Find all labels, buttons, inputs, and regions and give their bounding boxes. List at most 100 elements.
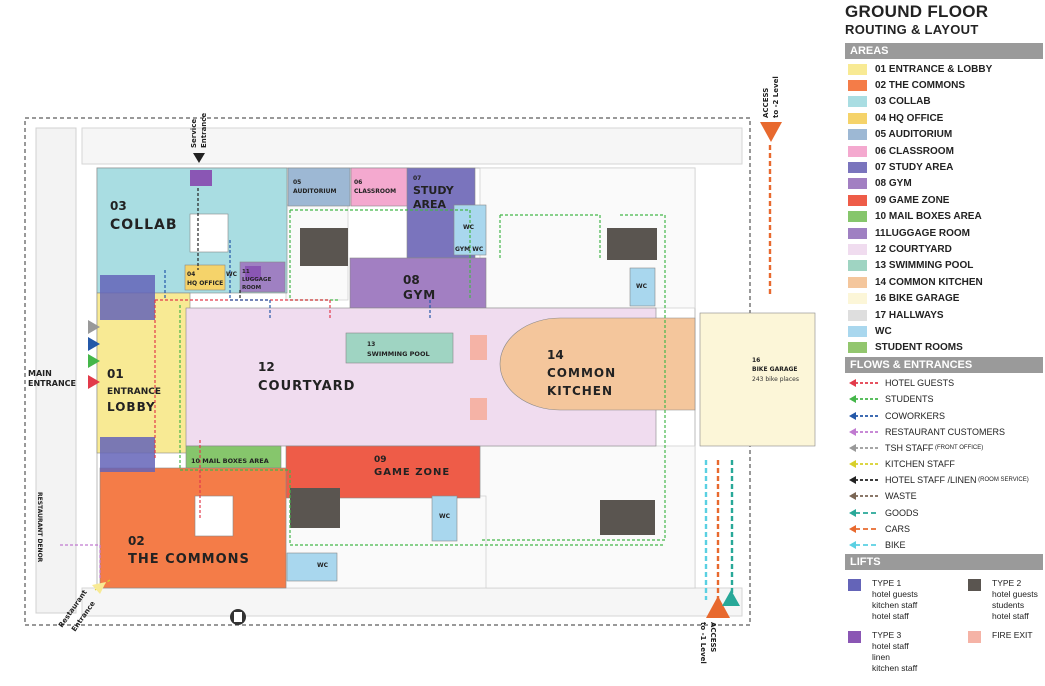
wc-label-hq: WC [226,271,238,278]
area-legend-item: 04 HQ OFFICE [845,110,1043,126]
bike-label: BIKE GARAGE [752,366,798,373]
restaurant-flow [60,544,101,580]
area-legend-item: 12 COURTYARD [845,241,1043,257]
commons-label: THE COMMONS [128,552,250,567]
area-swatch [848,129,867,141]
hotel-guests-flow [154,299,331,520]
lifts [100,170,657,537]
annotations: Service Entrance MAIN ENTRANCE RESTAURAN… [28,76,780,663]
area-legend-item: 13 SWIMMING POOL [845,258,1043,274]
collab-label: COLLAB [110,217,178,233]
lift-user-line: hotel staff [872,641,909,652]
area-swatch [848,309,867,321]
area-label: 09 GAME ZONE [875,194,950,206]
gym-area [349,257,487,309]
gym-wc-label: GYM WC [455,246,484,253]
flow-note: (ROOM SERVICE) [976,477,1029,484]
coworkers-flow [164,240,431,318]
areas-header: AREAS [845,43,1043,59]
hq-label: HQ OFFICE [187,280,223,287]
lift-type3 [190,170,212,186]
area-legend-item: 03 COLLAB [845,94,1043,110]
wc-bottom [286,552,338,582]
flow-legend-item: HOTEL STAFF /LINEN (ROOM SERVICE) [845,472,1043,488]
entrance-arrow-tsh [88,320,100,334]
flow-label: COWORKERS [885,410,946,421]
bike-places: 243 bike places [752,376,799,383]
access-top-label-2: to -2 Level [772,76,780,118]
flow-label: HOTEL STAFF /LINEN [885,475,977,486]
lift-user-line: kitchen staff [872,600,918,611]
lift-swatch [968,631,981,644]
area-swatch [848,63,867,75]
legend-title: GROUND FLOOR [845,2,989,21]
bike-number: 16 [752,357,760,364]
area-label: 12 COURTYARD [875,243,952,255]
entrance-markers [88,122,782,625]
area-label: 11LUGGAGE ROOM [875,227,971,239]
restaurant-denor-label: RESTAURANT DENOR [36,492,43,563]
area-legend-item: WC [845,323,1043,339]
lift-type-label: TYPE 2 [992,578,1022,589]
wc-label-right: WC [636,283,648,290]
area-swatch [848,145,867,157]
area-label: 14 COMMON KITCHEN [875,276,983,288]
bike-garage-area [699,312,816,447]
area-label: 06 CLASSROOM [875,145,954,157]
access-flows [704,145,772,600]
lift-user-line: hotel guests [872,589,918,600]
lobby-label-2: LOBBY [107,400,156,414]
area-label: 17 HALLWAYS [875,309,944,321]
lift-type2 [300,228,348,266]
entrance-arrow-students [88,354,100,368]
area-legend-item: 05 AUDITORIUM [845,127,1043,143]
lobby-label-1: ENTRANCE [107,387,161,397]
study-label-1: STUDY [413,184,455,197]
flow-label: WASTE [885,491,917,502]
flow-legend-item: RESTAURANT CUSTOMERS [845,424,1043,440]
flow-label: GOODS [885,507,919,518]
flow-legend-item: CARS [845,521,1043,537]
lift-user-line: hotel staff [992,611,1029,622]
area-legend-item: 07 STUDY AREA [845,159,1043,175]
kitchen-label-1: COMMON [547,366,616,380]
flow-lines [60,188,666,591]
students-flow [290,214,666,546]
svg-text:LUGGAGE: LUGGAGE [242,277,272,283]
flow-arrow-icon [849,476,878,485]
flow-legend-item: COWORKERS [845,407,1043,423]
area-swatch [848,96,867,108]
main-entrance-label-2: ENTRANCE [28,379,76,388]
area-legend-item: 09 GAME ZONE [845,192,1043,208]
area-legend-item: 17 HALLWAYS [845,307,1043,323]
auditorium-area [287,167,351,207]
restaurant-entrance-arrow [92,582,106,594]
pool-label: SWIMMING POOL [367,350,430,358]
flow-label: BIKE [885,540,906,550]
kitchen-number: 14 [547,348,564,362]
mail-label: 10 MAIL BOXES AREA [191,457,269,465]
lift-type-label: FIRE EXIT [992,630,1033,641]
lifts-header: LIFTS [845,554,1043,571]
plan-labels: 03 COLLAB 05 AUDITORIUM 06 CLASSROOM 07 … [107,175,799,569]
area-swatch [848,211,867,223]
access-bottom-car-arrow [706,596,730,618]
flow-arrow-icon [849,443,878,452]
wc-label-bottom: WC [317,562,329,569]
area-legend-item: 10 MAIL BOXES AREA [845,209,1043,225]
areas [96,167,816,589]
gym-number: 08 [403,273,420,287]
area-swatch [848,194,867,206]
kitchen-label-2: KITCHEN [547,384,613,398]
commons-number: 02 [128,534,145,548]
wc-label-top: WC [463,224,475,231]
game-number: 09 [374,455,387,465]
flow-legend-item: WASTE [845,488,1043,504]
entrance-arrow-coworkers [88,337,100,351]
lift-type2 [290,488,340,528]
flow-label: TSH STAFF [885,442,934,453]
access-bottom-label-1: ACCESS [709,622,717,652]
classroom-label: CLASSROOM [354,188,396,195]
area-swatch [848,112,867,124]
commons-area [99,467,287,589]
